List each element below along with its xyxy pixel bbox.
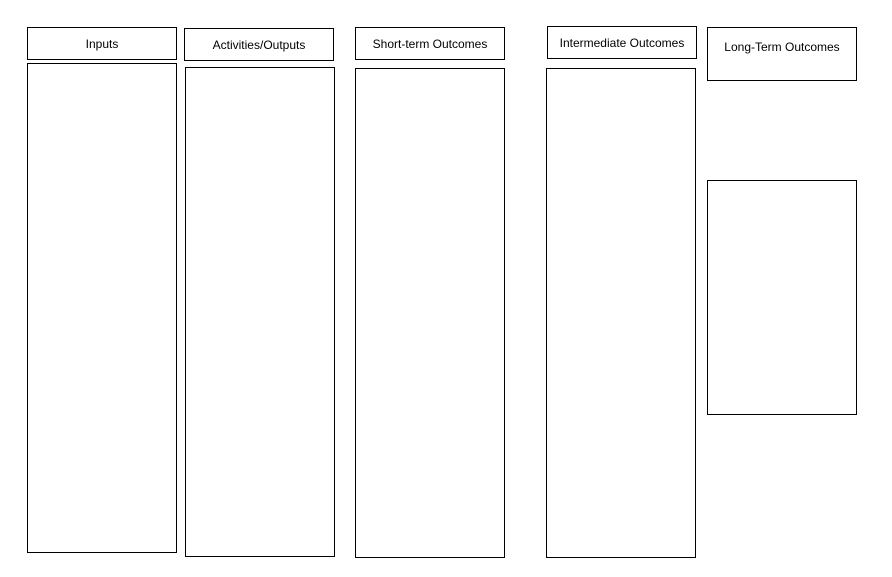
short-term-outcomes-header-label: Short-term Outcomes bbox=[372, 36, 488, 51]
long-term-outcomes-content-box bbox=[707, 180, 857, 415]
long-term-outcomes-header-box: Long-Term Outcomes bbox=[707, 27, 857, 81]
intermediate-outcomes-content-box bbox=[546, 68, 696, 558]
inputs-content-box bbox=[27, 63, 177, 553]
inputs-header-label: Inputs bbox=[85, 36, 119, 51]
short-term-outcomes-content-box bbox=[355, 68, 505, 558]
intermediate-outcomes-header-box: Intermediate Outcomes bbox=[547, 26, 697, 59]
activities-outputs-header-box: Activities/Outputs bbox=[184, 28, 334, 61]
long-term-outcomes-header-label: Long-Term Outcomes bbox=[724, 40, 840, 54]
activities-outputs-header-label: Activities/Outputs bbox=[212, 37, 306, 52]
inputs-header-box: Inputs bbox=[27, 27, 177, 60]
short-term-outcomes-header-box: Short-term Outcomes bbox=[355, 27, 505, 60]
intermediate-outcomes-header-label: Intermediate Outcomes bbox=[559, 35, 685, 50]
activities-outputs-content-box bbox=[185, 67, 335, 557]
